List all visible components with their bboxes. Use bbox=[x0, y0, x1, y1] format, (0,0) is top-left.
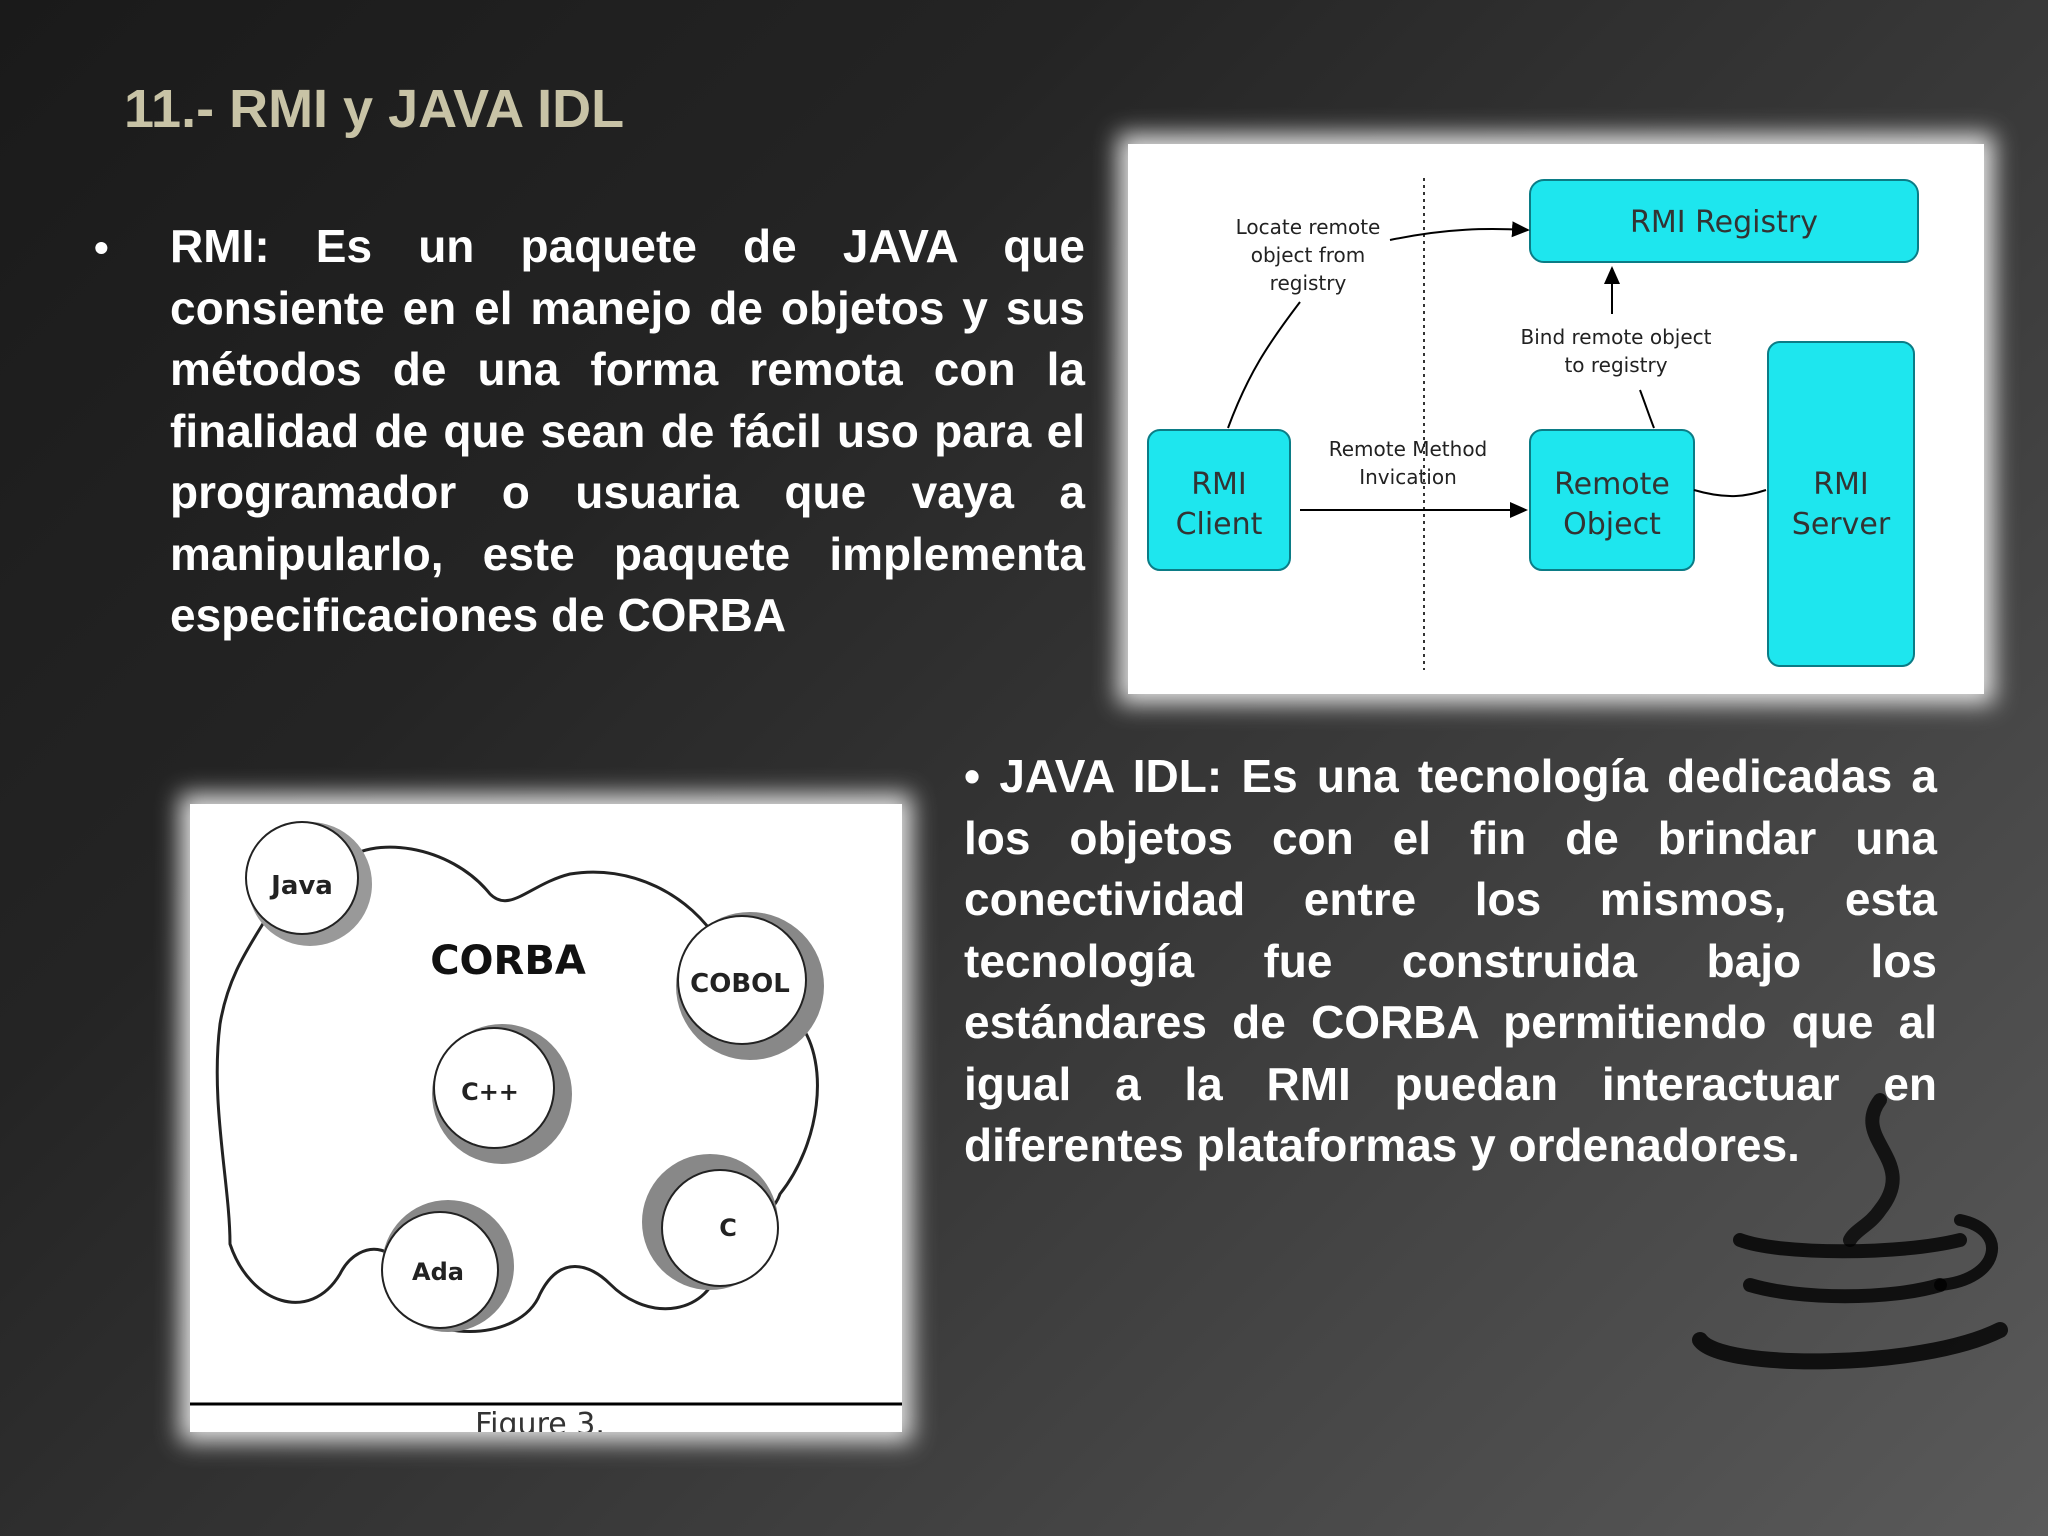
remote-object-box bbox=[1529, 429, 1695, 571]
server-connector bbox=[1693, 489, 1767, 498]
rmi-registry-label: RMI Registry bbox=[1630, 205, 1818, 240]
corba-diagram-frame: Java COBOL C++ Ada C CORBA Figure 3. bbox=[190, 804, 902, 1442]
remote-object-label-line2: Object bbox=[1563, 507, 1661, 542]
c-label: C bbox=[719, 1214, 737, 1242]
rmi-bullet: • bbox=[94, 224, 109, 271]
ada-circle bbox=[381, 1200, 514, 1332]
c-circle bbox=[642, 1154, 779, 1290]
method-label-line2: Invication bbox=[1359, 465, 1457, 489]
locate-label-line3: registry bbox=[1270, 271, 1347, 295]
rmi-client-box bbox=[1147, 429, 1291, 571]
java-label: Java bbox=[269, 871, 333, 901]
java-idl-paragraph: • JAVA IDL: Es una tecnología dedicadas … bbox=[964, 750, 1937, 1171]
cpp-label: C++ bbox=[461, 1078, 519, 1106]
figure-caption: Figure 3. bbox=[475, 1407, 605, 1432]
rmi-architecture-diagram: RMI Registry RMI Client Remote Object RM… bbox=[1147, 178, 1919, 670]
method-label-line1: Remote Method bbox=[1329, 437, 1488, 461]
cpp-circle bbox=[432, 1024, 572, 1164]
remote-object-label-line1: Remote bbox=[1554, 467, 1670, 502]
bind-label-line2: to registry bbox=[1564, 353, 1667, 377]
java-cup-logo bbox=[1692, 1093, 2008, 1370]
locate-label-line1: Locate remote bbox=[1236, 215, 1381, 239]
rmi-client-label-line2: Client bbox=[1176, 507, 1263, 542]
rmi-diagram-frame: RMI Registry RMI Client Remote Object RM… bbox=[1128, 144, 1984, 694]
rmi-server-label-line2: Server bbox=[1792, 507, 1891, 542]
cobol-circle bbox=[676, 912, 824, 1060]
corba-diagram: Java COBOL C++ Ada C CORBA Figure 3. bbox=[190, 821, 902, 1442]
cobol-label: COBOL bbox=[690, 969, 790, 999]
ada-label: Ada bbox=[412, 1258, 464, 1286]
rmi-server-label-line1: RMI bbox=[1813, 467, 1869, 502]
locate-label-line2: object from bbox=[1251, 243, 1366, 267]
slide-title: 11.- RMI y JAVA IDL bbox=[124, 79, 625, 139]
bind-connector bbox=[1639, 389, 1655, 429]
locate-arrow bbox=[1227, 229, 1528, 429]
corba-title: CORBA bbox=[430, 938, 586, 984]
rmi-server-box bbox=[1767, 341, 1915, 667]
java-circle bbox=[245, 821, 372, 946]
bind-label-line1: Bind remote object bbox=[1521, 325, 1712, 349]
rmi-client-label-line1: RMI bbox=[1191, 467, 1247, 502]
rmi-paragraph: RMI: Es un paquete de JAVA que consiente… bbox=[170, 220, 1085, 641]
